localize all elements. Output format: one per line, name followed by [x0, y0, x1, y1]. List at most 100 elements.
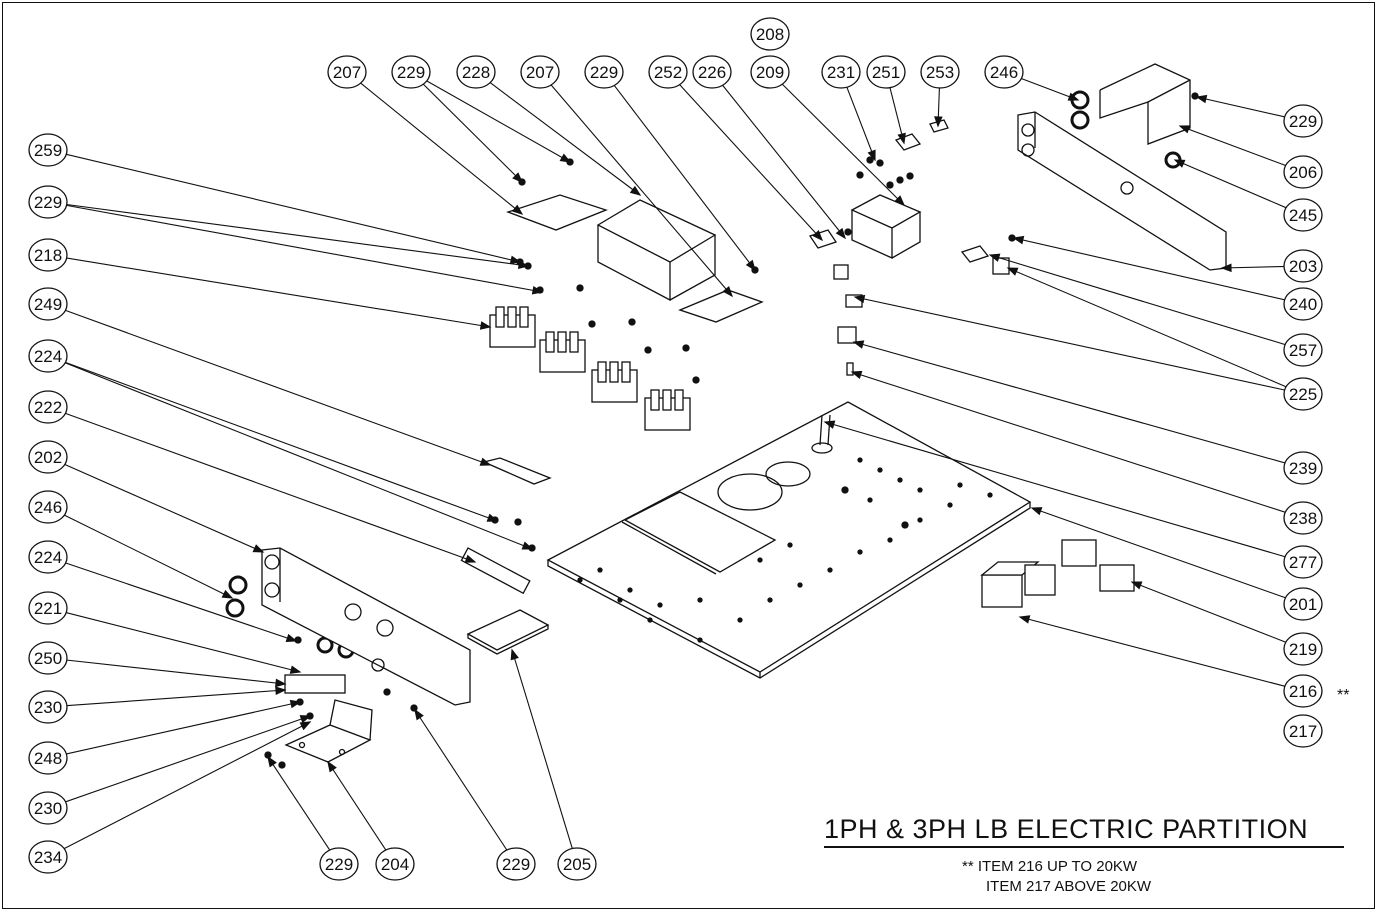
balloon-circle — [692, 55, 732, 89]
balloon-circle — [1283, 545, 1323, 579]
leader-arrowhead — [1067, 92, 1080, 101]
leader-arrowhead — [221, 589, 234, 599]
balloon-circle — [28, 540, 68, 574]
leader-arrowhead — [299, 721, 312, 731]
leader-arrowhead — [479, 321, 492, 330]
leader-line — [721, 84, 846, 239]
balloon-259: 259 — [28, 133, 68, 167]
leader-arrowhead — [252, 544, 265, 553]
leader-line — [678, 83, 823, 241]
cover-plate-205-part — [466, 609, 550, 655]
leader-line — [414, 709, 508, 851]
balloon-label: 253 — [926, 63, 954, 82]
balloon-circle — [1283, 249, 1323, 283]
balloon-circle — [750, 17, 790, 51]
leader-line — [1179, 125, 1289, 167]
balloon-224: 224 — [28, 540, 68, 574]
balloon-circle — [920, 55, 960, 89]
leader-line — [63, 689, 286, 707]
leader-arrowhead — [275, 678, 287, 688]
balloon-label: 217 — [1289, 722, 1317, 741]
balloon-231: 231 — [821, 55, 861, 89]
leader-arrowhead — [289, 699, 302, 709]
leader-line — [613, 84, 756, 271]
balloon-circle — [375, 847, 415, 881]
balloon-label: 228 — [462, 63, 490, 82]
balloon-207: 207 — [327, 55, 367, 89]
leader-arrowhead — [479, 457, 492, 466]
leader-arrowhead — [464, 554, 477, 563]
balloon-221: 221 — [28, 591, 68, 625]
balloon-label: 252 — [654, 63, 682, 82]
leader-line — [63, 659, 286, 685]
balloon-circle — [866, 55, 906, 89]
balloon-label: 229 — [397, 63, 425, 82]
balloon-circle — [1283, 104, 1323, 138]
balloon-216: 216 — [1283, 674, 1323, 708]
leader-line — [63, 153, 521, 263]
balloon-circle — [28, 840, 68, 874]
leader-arrowhead — [289, 665, 302, 674]
balloon-label: 221 — [34, 599, 62, 618]
balloon-label: 229 — [325, 855, 353, 874]
balloon-230: 230 — [28, 791, 68, 825]
leader-arrowhead — [414, 708, 424, 721]
balloon-label: 203 — [1289, 257, 1317, 276]
leader-arrowhead — [510, 648, 519, 661]
leader-line — [549, 83, 733, 297]
balloon-229: 229 — [496, 847, 536, 881]
balloon-circle — [1283, 714, 1323, 748]
leader-arrowhead — [1173, 159, 1186, 168]
leader-line — [63, 611, 301, 673]
balloon-label: 234 — [34, 848, 62, 867]
leader-arrowhead — [509, 255, 522, 264]
leader-line — [1007, 267, 1289, 389]
leader-line — [63, 203, 529, 267]
balloon-label: 230 — [34, 799, 62, 818]
balloon-204: 204 — [375, 847, 415, 881]
leader-line — [511, 649, 573, 849]
note-marker: ** — [1337, 687, 1350, 704]
leader-line — [851, 371, 1288, 514]
balloon-label: 229 — [34, 193, 62, 212]
balloon-207: 207 — [520, 55, 560, 89]
balloon-203: 203 — [1283, 249, 1323, 283]
balloon-label: 257 — [1289, 341, 1317, 360]
balloon-226: 226 — [692, 55, 732, 89]
leader-arrowhead — [1220, 263, 1232, 273]
balloon-label: 209 — [756, 63, 784, 82]
balloon-label: 230 — [34, 698, 62, 717]
balloon-circle — [1283, 287, 1323, 321]
balloon-246: 246 — [984, 55, 1024, 89]
balloon-277: 277 — [1283, 545, 1323, 579]
balloon-label: 216 — [1289, 682, 1317, 701]
balloon-208: 208 — [750, 17, 790, 51]
leader-arrowhead — [486, 513, 499, 522]
leader-arrowhead — [1012, 235, 1025, 245]
balloon-label: 219 — [1289, 640, 1317, 659]
balloon-circle — [1283, 451, 1323, 485]
leader-arrowhead — [299, 715, 312, 724]
balloon-circle — [1283, 333, 1323, 367]
balloon-229: 229 — [1283, 104, 1323, 138]
balloon-219: 219 — [1283, 632, 1323, 666]
leader-arrowhead — [722, 285, 733, 298]
balloon-240: 240 — [1283, 287, 1323, 321]
balloon-205: 205 — [557, 847, 597, 881]
balloon-circle — [28, 490, 68, 524]
balloon-252: 252 — [648, 55, 688, 89]
balloon-label: 249 — [34, 295, 62, 314]
leader-line — [854, 296, 1288, 392]
balloon-201: 201 — [1283, 587, 1323, 621]
balloon-circle — [319, 847, 359, 881]
balloon-circle — [648, 55, 688, 89]
balloon-246: 246 — [28, 490, 68, 524]
balloon-label: 224 — [34, 548, 62, 567]
leader-line — [424, 79, 571, 163]
left-partition-part — [261, 547, 471, 706]
balloon-circle — [1283, 587, 1323, 621]
note-line-2: ITEM 217 ABOVE 20KW — [986, 878, 1152, 895]
balloon-209: 209 — [750, 55, 790, 89]
leader-arrowhead — [1030, 507, 1043, 516]
